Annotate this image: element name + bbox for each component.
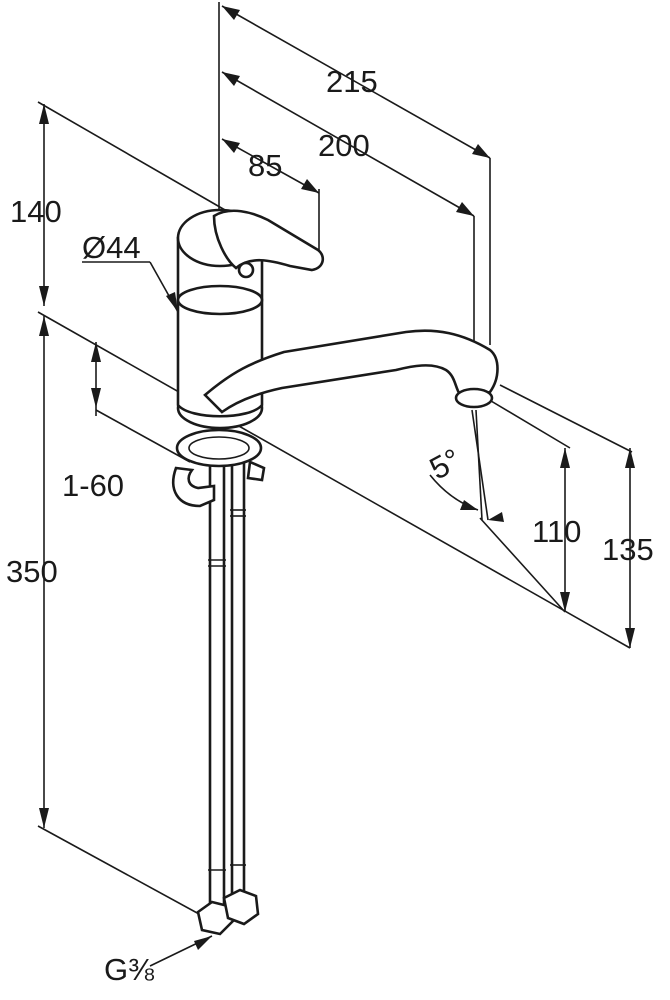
dim-350: 350 [6, 554, 58, 589]
dim-215: 215 [326, 64, 378, 99]
dim-angle-5: 5° [424, 442, 467, 487]
dim-85: 85 [248, 148, 282, 183]
dim-1-60: 1-60 [62, 468, 124, 503]
dim-diameter-44: Ø44 [82, 230, 141, 265]
dim-135: 135 [602, 532, 654, 567]
dim-140: 140 [10, 194, 62, 229]
arrowheads [39, 6, 635, 828]
dim-200: 200 [318, 128, 370, 163]
dim-thread-g3-8: G⅜ [104, 952, 154, 987]
dim-110: 110 [532, 514, 581, 549]
faucet-body [171, 208, 499, 936]
dimension-labels: 215 200 85 140 Ø44 1-60 350 5° 110 135 G… [6, 64, 654, 987]
dimension-lines [37, 2, 633, 921]
